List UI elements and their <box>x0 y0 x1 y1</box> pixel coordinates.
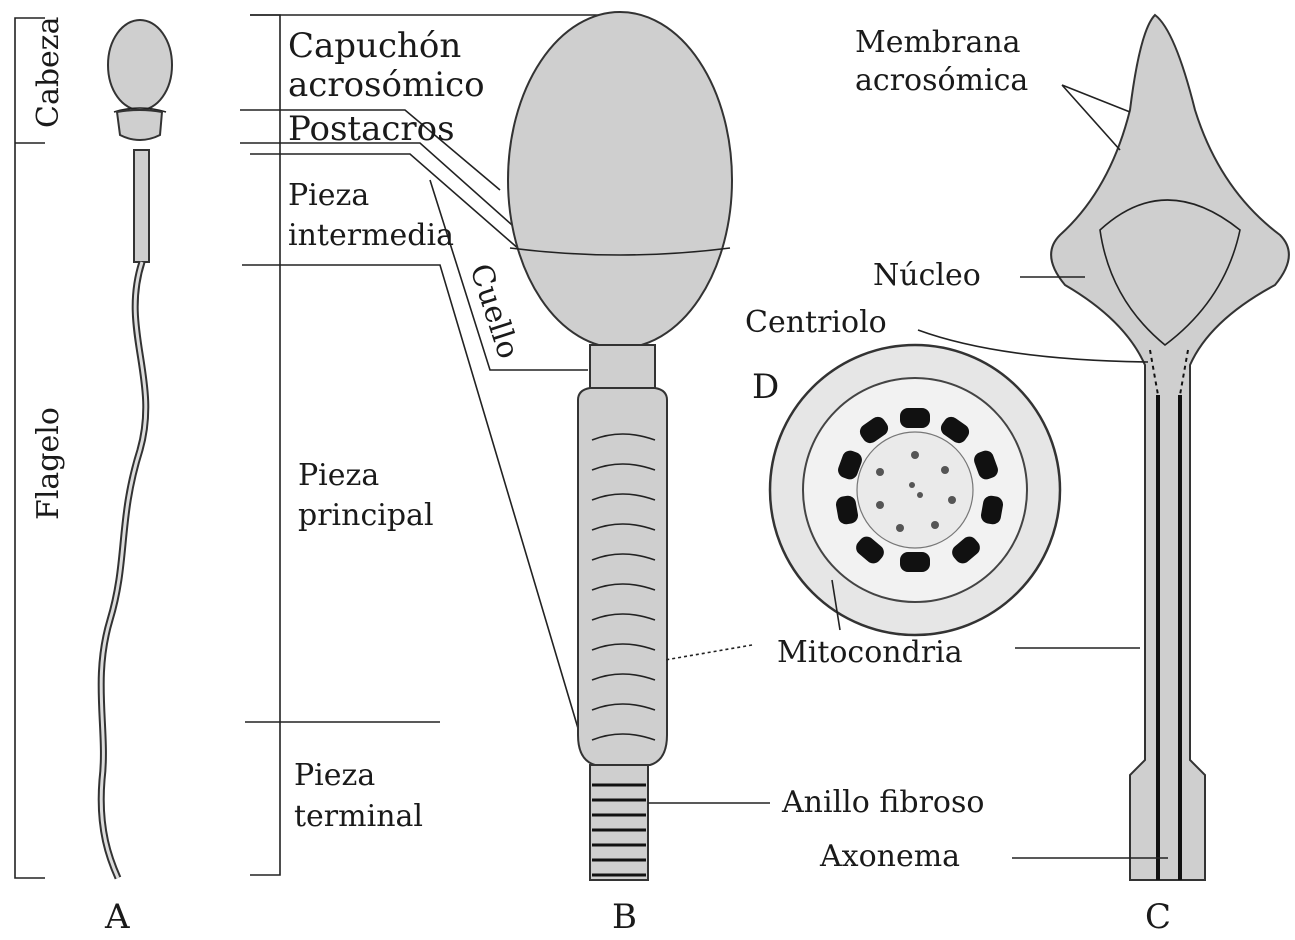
label-pieza-terminal-2: terminal <box>294 799 423 834</box>
leader-membrana <box>1062 85 1130 150</box>
label-anillo-fibroso: Anillo fibroso <box>781 785 984 820</box>
panel-label-c: C <box>1145 897 1171 937</box>
label-pieza-principal-1: Pieza <box>298 458 379 493</box>
label-capuchon-2: acrosómico <box>288 65 485 105</box>
panel-b-fibrous-rings <box>592 785 646 875</box>
panel-a-head <box>108 20 172 110</box>
panel-d-cross-section: D <box>752 345 1060 635</box>
panel-label-b: B <box>612 897 637 937</box>
label-capuchon-1: Capuchón <box>288 26 461 66</box>
panel-b-midpiece <box>578 388 667 765</box>
panel-label-d: D <box>752 367 779 407</box>
label-cabeza: Cabeza <box>31 16 66 128</box>
label-pieza-principal-2: principal <box>298 498 434 533</box>
label-membrana-2: acrosómica <box>855 63 1028 98</box>
leader-mitocondria-b <box>665 645 752 660</box>
panel-a-midpiece <box>134 150 149 262</box>
middle-bracket <box>250 15 280 875</box>
panel-a-whole-sperm: Cabeza Flagelo A <box>15 16 172 937</box>
label-pieza-intermedia-2: intermedia <box>288 218 454 253</box>
label-axonema: Axonema <box>819 839 960 874</box>
panel-a-postacros <box>117 110 162 140</box>
label-pieza-terminal-1: Pieza <box>294 758 375 793</box>
panel-label-a: A <box>104 897 130 937</box>
label-mitocondria: Mitocondria <box>777 635 963 670</box>
cross-section-axoneme <box>857 432 973 548</box>
panel-c-outline <box>1051 15 1289 880</box>
label-postacros: Postacros <box>288 109 455 149</box>
label-centriolo: Centriolo <box>745 305 887 340</box>
label-membrana-1: Membrana <box>855 25 1021 60</box>
label-pieza-intermedia-1: Pieza <box>288 178 369 213</box>
label-nucleo: Núcleo <box>873 258 981 293</box>
panel-b-head <box>508 12 732 348</box>
panel-b-enlarged-sperm: B <box>508 12 732 937</box>
label-flagelo: Flagelo <box>31 407 66 520</box>
panel-c-longitudinal-section: C <box>1051 15 1289 937</box>
panel-b-principal-piece <box>590 765 648 880</box>
